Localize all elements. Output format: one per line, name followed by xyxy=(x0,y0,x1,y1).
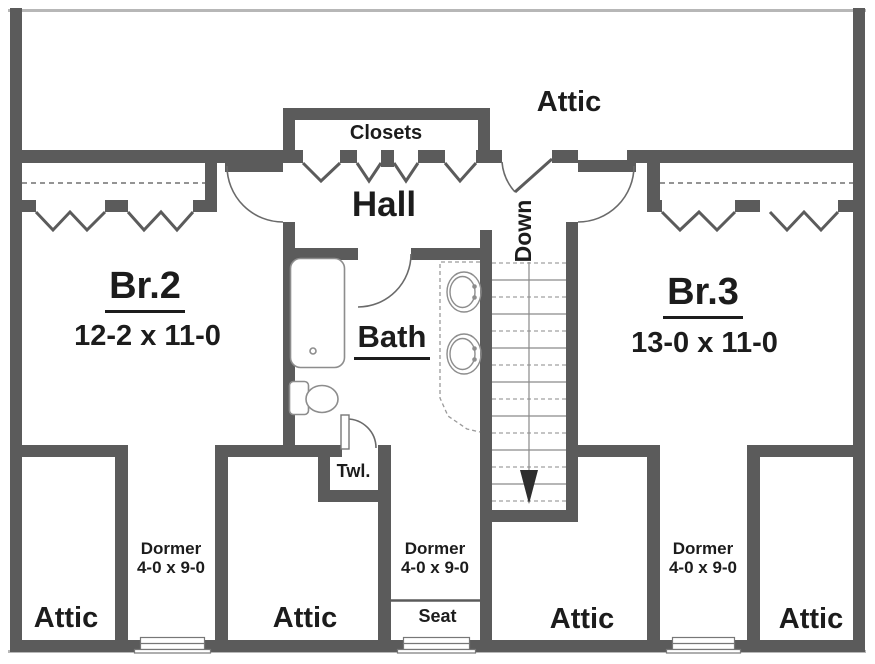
room-dims-br3: 13-0 x 11-0 xyxy=(631,327,778,359)
attic-top-wall xyxy=(747,445,853,457)
closet-bump-top-wall xyxy=(283,108,490,120)
dormer1-label: Dormer 4-0 x 9-0 xyxy=(116,539,226,577)
wall-left xyxy=(10,8,22,652)
bath-label: Bath xyxy=(332,319,452,360)
dormer1-dims: 4-0 x 9-0 xyxy=(136,558,206,577)
attic-label-3: Attic xyxy=(549,603,615,635)
stairs xyxy=(492,262,566,504)
attic-label-2: Attic xyxy=(272,602,338,634)
br2-closet-front xyxy=(193,200,217,212)
br3-door-swing xyxy=(577,165,635,223)
dormer1-window xyxy=(133,636,212,654)
twl-bottom-wall xyxy=(318,490,390,502)
dormer2-right-wall xyxy=(480,510,492,652)
br3-closet-front xyxy=(647,200,662,212)
vanity-counter xyxy=(439,261,481,433)
wall-north xyxy=(552,150,578,163)
dormer3-label: Dormer 4-0 x 9-0 xyxy=(648,539,758,577)
sink-fixture xyxy=(446,271,482,313)
closet-bump-left-wall xyxy=(283,108,295,163)
room-dims-br2: 12-2 x 11-0 xyxy=(74,320,221,352)
dormer3-name: Dormer xyxy=(672,539,734,558)
twl-door-leaf xyxy=(340,414,350,450)
attic-top-wall xyxy=(10,445,128,457)
br3-closet-front xyxy=(735,200,760,212)
wall-bottom xyxy=(205,640,403,652)
br3-closet-bifold-doors xyxy=(660,209,840,233)
br3-door-leaf xyxy=(578,160,636,172)
bathtub-fixture xyxy=(289,257,346,369)
plan-border-top xyxy=(8,9,866,12)
dormer1-right-wall xyxy=(215,445,228,652)
room-label-br2: Br.2 xyxy=(75,265,215,313)
br2-closet-front xyxy=(22,200,36,212)
wall-north xyxy=(10,150,303,163)
bath-north-wall xyxy=(283,248,358,260)
twl-door-swing xyxy=(340,414,377,450)
room-label-br3: Br.3 xyxy=(633,271,773,319)
dormer1-left-wall xyxy=(115,445,128,652)
bath-north-wall xyxy=(411,248,492,260)
twl-label: Twl. xyxy=(336,461,371,481)
wall-right xyxy=(853,8,865,652)
wall-north xyxy=(418,150,445,163)
br2-closet-side-wall xyxy=(205,163,217,212)
attic-top-wall xyxy=(215,445,342,457)
dormer1-name: Dormer xyxy=(140,539,202,558)
bath-name: Bath xyxy=(353,319,431,360)
dormer2-dims: 4-0 x 9-0 xyxy=(400,558,470,577)
attic-label-1: Attic xyxy=(33,602,99,634)
wall-north xyxy=(340,150,357,163)
dormer3-window xyxy=(665,636,742,654)
attic-top-label: Attic xyxy=(536,86,602,118)
dormer2-window xyxy=(396,636,477,654)
br2-door-swing xyxy=(226,165,284,223)
wall-bottom xyxy=(735,640,865,652)
attic-door-swing xyxy=(501,157,553,194)
wall-bottom xyxy=(470,640,672,652)
closet-bump-right-wall xyxy=(478,108,490,163)
br3-name: Br.3 xyxy=(663,271,743,319)
attic-label-4: Attic xyxy=(778,603,844,635)
closets-label: Closets xyxy=(349,122,423,144)
wall-north xyxy=(627,150,853,163)
hall-label: Hall xyxy=(351,185,417,224)
sink-fixture xyxy=(446,333,482,375)
closets-bifold-doors xyxy=(301,161,478,184)
stair-west-wall xyxy=(480,230,492,522)
bath-door-swing xyxy=(357,253,412,308)
down-arrow-icon xyxy=(520,470,538,504)
br2-name: Br.2 xyxy=(105,265,185,313)
dormer3-right-wall xyxy=(747,445,760,652)
toilet-fixture xyxy=(288,380,339,416)
dormer2-label: Dormer 4-0 x 9-0 xyxy=(380,539,490,577)
dormer3-dims: 4-0 x 9-0 xyxy=(668,558,738,577)
wall-north-post xyxy=(381,150,394,167)
dormer2-name: Dormer xyxy=(404,539,466,558)
attic-top-wall xyxy=(578,445,660,457)
br2-closet-front xyxy=(105,200,128,212)
br2-door-leaf xyxy=(225,160,283,172)
wall-bottom xyxy=(10,640,140,652)
dormer3-left-wall xyxy=(647,445,660,652)
stair-bottom-wall xyxy=(487,510,578,522)
stair-east-wall xyxy=(566,222,578,522)
seat-label: Seat xyxy=(418,606,457,626)
br2-closet-bifold-doors xyxy=(34,209,195,233)
br3-closet-side-wall xyxy=(647,163,660,212)
br3-closet-front xyxy=(838,200,853,212)
stairs-down-label: Down xyxy=(510,199,536,263)
